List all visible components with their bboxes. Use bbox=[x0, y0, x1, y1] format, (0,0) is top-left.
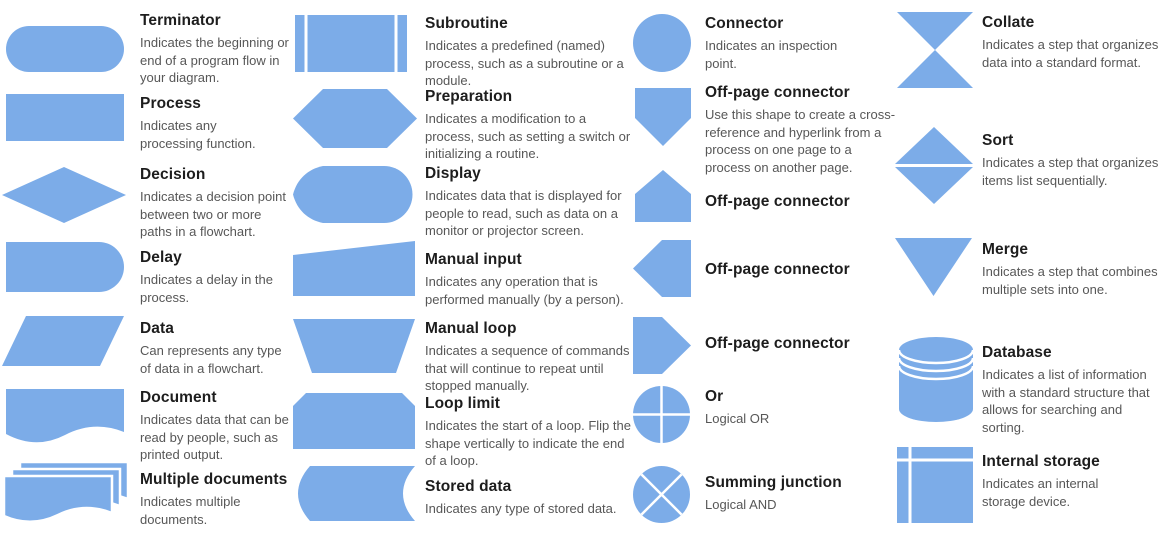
item-description: Indicates the start of a loop. Flip the … bbox=[425, 418, 631, 468]
item-title: Terminator bbox=[140, 12, 221, 29]
collate-icon bbox=[897, 12, 973, 88]
item-title: Delay bbox=[140, 249, 182, 266]
item-title: Off-page connector bbox=[705, 335, 850, 352]
off-page-connector-right-icon bbox=[633, 317, 691, 374]
loop-limit-icon bbox=[293, 393, 415, 449]
item-title: Summing junction bbox=[705, 474, 842, 491]
decision-icon bbox=[2, 167, 126, 223]
database-icon bbox=[899, 337, 973, 422]
item-description: Indicates a decision point between two o… bbox=[140, 189, 286, 239]
item-description: Indicates any operation that is performe… bbox=[425, 274, 624, 307]
internal-storage-icon bbox=[897, 447, 973, 523]
item-title: Loop limit bbox=[425, 395, 501, 412]
item-description: Logical AND bbox=[705, 497, 777, 512]
delay-icon bbox=[6, 242, 124, 292]
item-description: Indicates a list of information with a s… bbox=[982, 367, 1150, 435]
item-description: Indicates any type of stored data. bbox=[425, 501, 617, 516]
item-title: Merge bbox=[982, 241, 1029, 258]
item-description: Logical OR bbox=[705, 411, 770, 426]
item-title: Sort bbox=[982, 132, 1014, 149]
item-description: Indicates data that is displayed for peo… bbox=[425, 188, 622, 238]
item-title: Off-page connector bbox=[705, 193, 850, 210]
item-title: Or bbox=[705, 388, 724, 405]
item-title: Preparation bbox=[425, 88, 513, 105]
summing-junction-icon bbox=[633, 466, 690, 523]
terminator-icon bbox=[6, 26, 124, 72]
item-description: Indicates multiple documents. bbox=[140, 494, 241, 527]
item-title: Database bbox=[982, 344, 1052, 361]
item-title: Process bbox=[140, 95, 202, 112]
item-title: Collate bbox=[982, 14, 1035, 31]
item-title: Display bbox=[425, 165, 481, 182]
multiple-documents-icon bbox=[4, 462, 128, 523]
preparation-icon bbox=[293, 89, 417, 148]
item-title: Internal storage bbox=[982, 453, 1100, 470]
item-title: Connector bbox=[705, 15, 784, 32]
item-description: Indicates a delay in the process. bbox=[140, 272, 273, 305]
item-description: Indicates a step that combines multiple … bbox=[982, 264, 1158, 297]
item-description: Indicates a step that organizes data int… bbox=[982, 37, 1159, 70]
subroutine-icon bbox=[295, 15, 407, 72]
item-description: Indicates data that can be read by peopl… bbox=[140, 412, 289, 462]
item-description: Indicates an internal storage device. bbox=[982, 476, 1099, 509]
sort-icon bbox=[895, 127, 973, 204]
manual-loop-icon bbox=[293, 319, 415, 373]
or-icon bbox=[633, 386, 690, 443]
merge-icon bbox=[895, 238, 972, 296]
document-icon bbox=[6, 389, 124, 443]
process-icon bbox=[6, 94, 124, 141]
item-title: Decision bbox=[140, 166, 206, 183]
item-title: Multiple documents bbox=[140, 471, 288, 488]
item-description: Indicates a predefined (named) process, … bbox=[425, 38, 624, 88]
stored-data-icon bbox=[298, 466, 415, 521]
item-description: Indicates a step that organizes items li… bbox=[982, 155, 1159, 188]
item-title: Data bbox=[140, 320, 174, 337]
item-description: Indicates a sequence of commands that wi… bbox=[425, 343, 630, 393]
item-title: Subroutine bbox=[425, 15, 508, 32]
item-description: Use this shape to create a cross-referen… bbox=[705, 107, 896, 175]
item-description: Can represents any type of data in a flo… bbox=[140, 343, 282, 376]
item-description: Indicates any processing function. bbox=[140, 118, 256, 151]
data-icon bbox=[2, 316, 124, 366]
item-title: Manual loop bbox=[425, 320, 517, 337]
off-page-connector-left-icon bbox=[633, 240, 691, 297]
manual-input-icon bbox=[293, 241, 415, 296]
display-icon bbox=[293, 166, 413, 223]
item-title: Document bbox=[140, 389, 217, 406]
off-page-connector-down-icon bbox=[635, 88, 691, 146]
item-description: Indicates the beginning or end of a prog… bbox=[140, 35, 289, 85]
item-title: Off-page connector bbox=[705, 261, 850, 278]
item-description: Indicates a modification to a process, s… bbox=[425, 111, 631, 161]
item-title: Stored data bbox=[425, 478, 512, 495]
item-description: Indicates an inspection point. bbox=[705, 38, 838, 71]
connector-icon bbox=[633, 14, 691, 72]
off-page-connector-up-icon bbox=[635, 170, 691, 222]
item-title: Manual input bbox=[425, 251, 522, 268]
item-title: Off-page connector bbox=[705, 84, 850, 101]
